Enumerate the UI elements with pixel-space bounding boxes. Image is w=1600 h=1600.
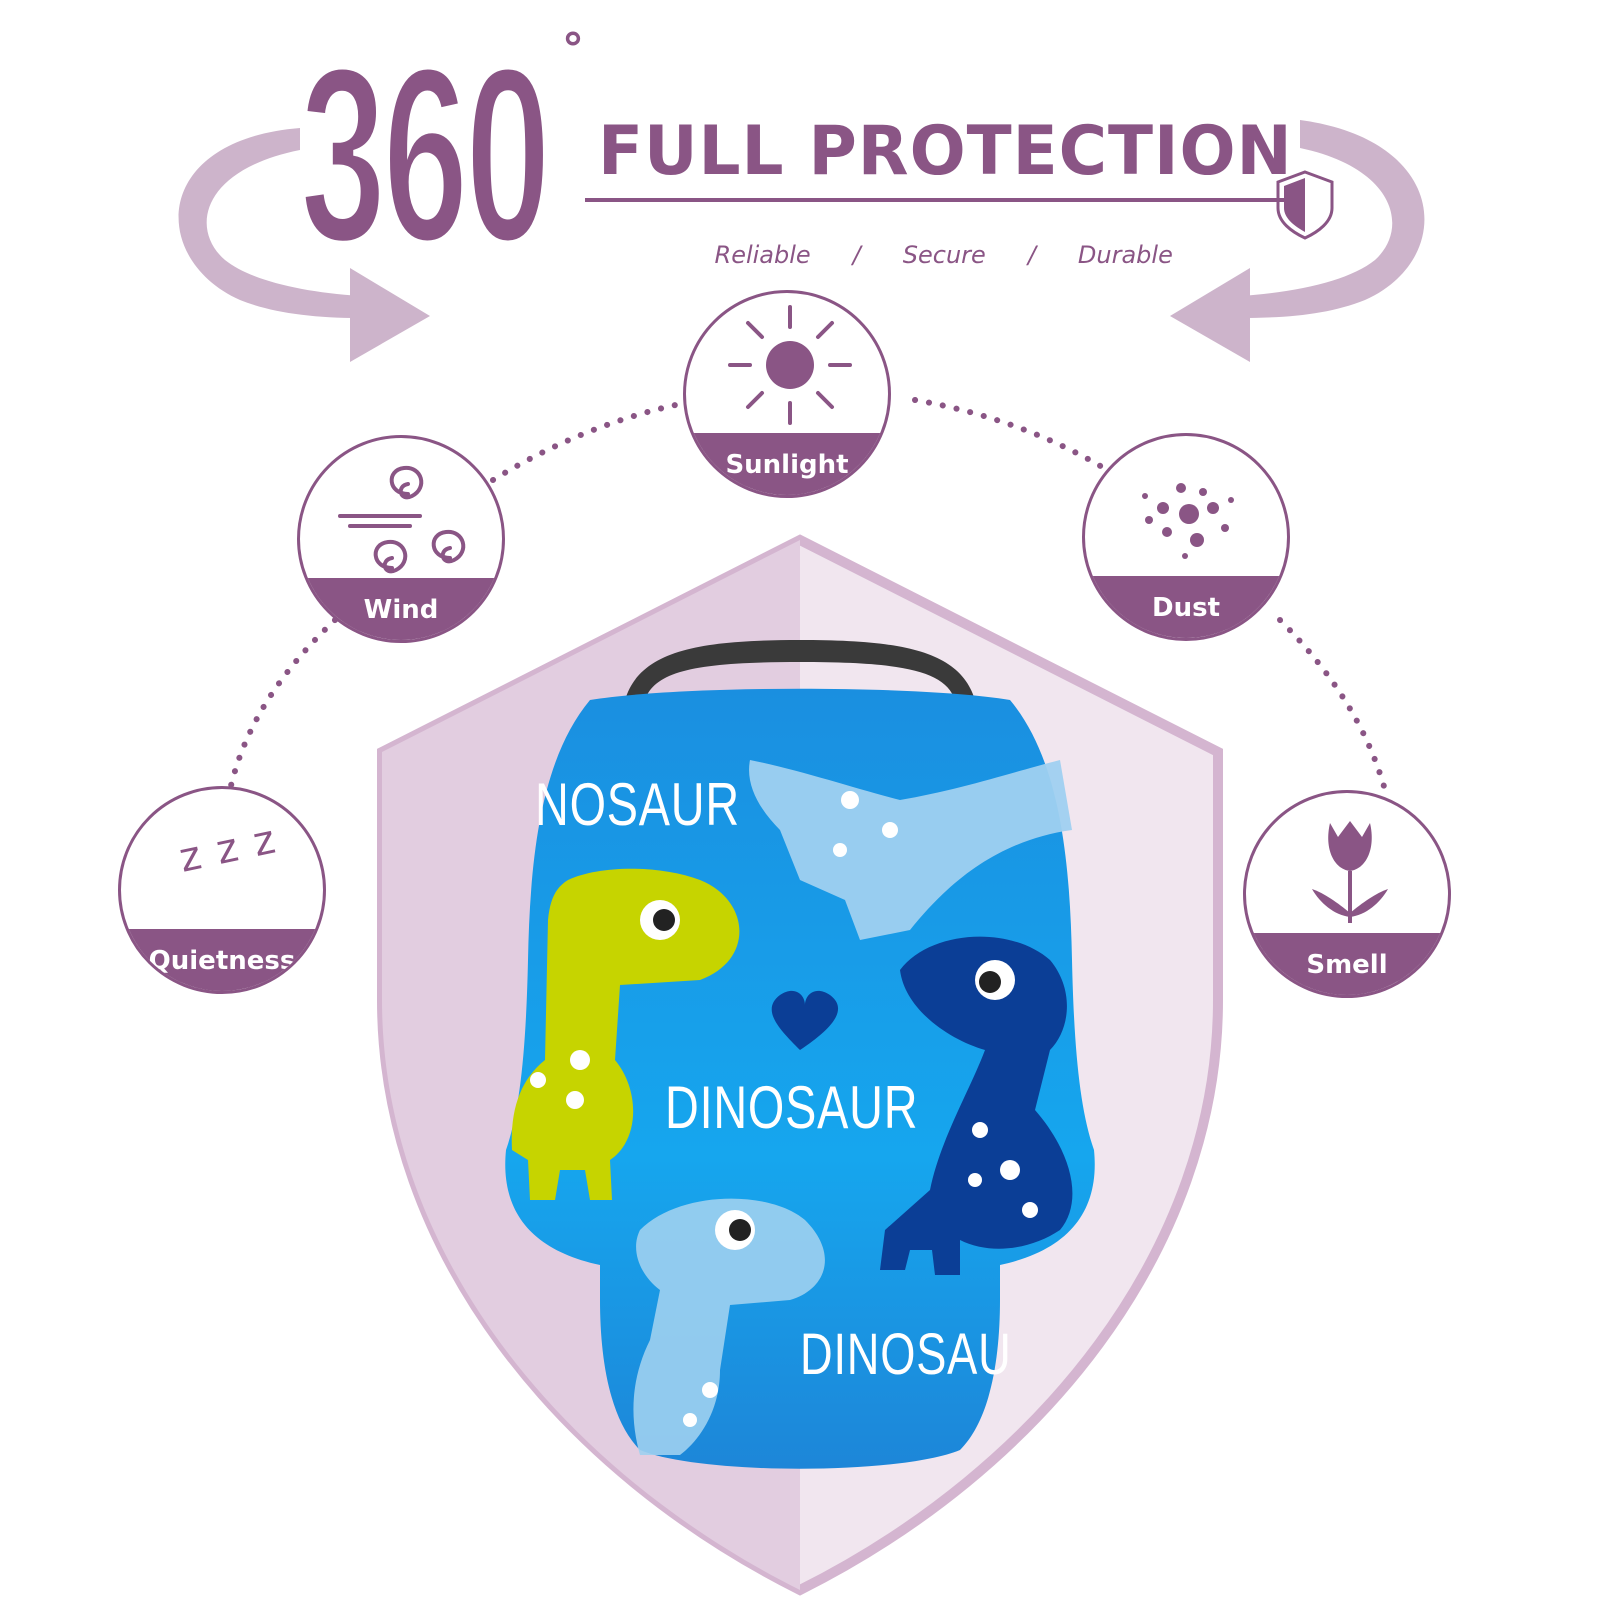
wind-icon [338, 465, 466, 574]
print-label-3: DINOSAU [800, 1322, 1012, 1387]
carrier-handle [625, 640, 975, 700]
badge-band [121, 929, 323, 991]
zzz-icon: z z z [175, 816, 282, 882]
tulip-icon [1312, 821, 1388, 923]
rotation-arrow-right [1170, 120, 1425, 362]
subtitle-separator: / [852, 241, 861, 269]
badge-label-wind: Wind [363, 595, 439, 625]
badge-label-sunlight: Sunlight [725, 450, 849, 480]
subtitle-durable: Durable [1077, 241, 1173, 269]
badge-band [300, 578, 502, 640]
badge-wind: Wind [297, 435, 505, 643]
degree-mark: ° [562, 24, 584, 75]
header-subtitle: Reliable / Secure / Durable [684, 210, 1173, 300]
badge-band [686, 433, 888, 495]
subtitle-separator: / [1027, 241, 1036, 269]
badge-band [1085, 576, 1287, 638]
badge-label-smell: Smell [1306, 950, 1388, 980]
badge-smell: Smell [1243, 790, 1451, 998]
badge-label-dust: Dust [1152, 593, 1220, 623]
shield-icon [1276, 170, 1334, 240]
rotation-arrow-left [178, 128, 430, 362]
header-number: 360 [298, 15, 553, 294]
badge-dust: Dust [1082, 433, 1290, 641]
header-title: FULL PROTECTION [598, 112, 1293, 191]
badge-band [1246, 933, 1448, 995]
print-label-2: DINOSAUR [665, 1074, 919, 1141]
car-seat-cover [505, 640, 1095, 1469]
badge-sunlight: Sunlight [683, 290, 891, 498]
badge-label-quietness: Quietness [148, 946, 296, 976]
dust-icon [1142, 483, 1234, 559]
sun-icon [728, 305, 852, 425]
print-label-1: NOSAUR [535, 771, 740, 838]
subtitle-reliable: Reliable [714, 241, 811, 269]
subtitle-secure: Secure [902, 241, 986, 269]
badge-quietness: z z z Quietness [118, 786, 326, 994]
